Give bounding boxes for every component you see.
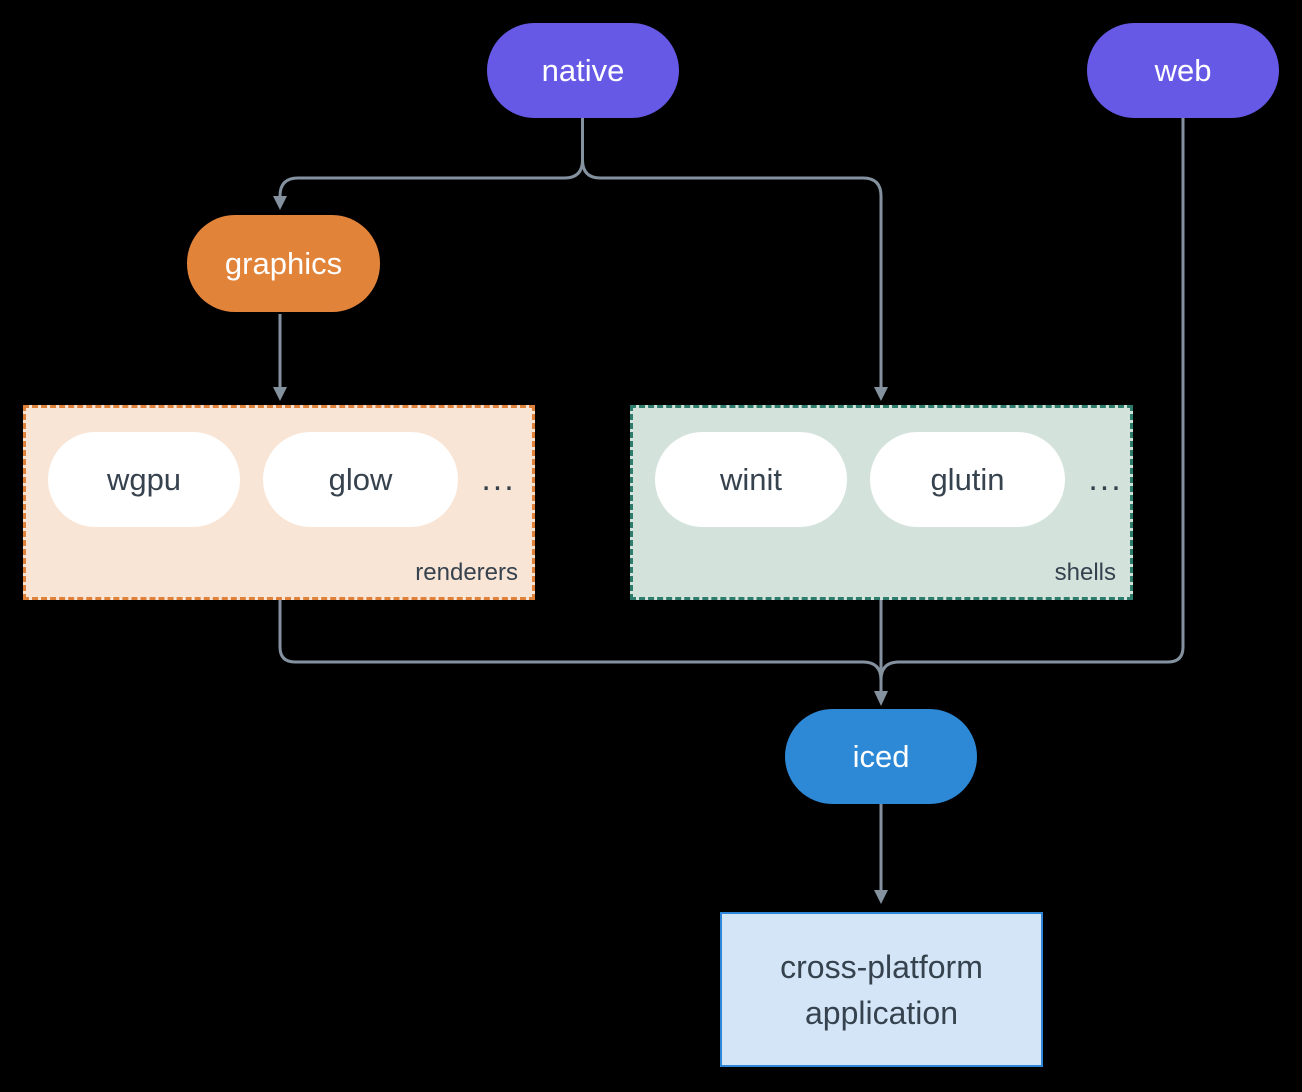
node-glow-label: glow bbox=[328, 461, 393, 497]
node-cross-platform-application: cross-platform application bbox=[720, 912, 1043, 1067]
node-winit: winit bbox=[655, 432, 847, 527]
node-web-label: web bbox=[1154, 52, 1212, 88]
node-iced-label: iced bbox=[852, 738, 910, 774]
group-shells: winit glutin ... shells bbox=[630, 405, 1133, 600]
arrow-down-icon bbox=[273, 387, 287, 401]
shells-group-label: shells bbox=[1054, 559, 1116, 586]
node-glow: glow bbox=[263, 432, 458, 527]
node-graphics-label: graphics bbox=[224, 245, 343, 281]
shells-ellipsis: ... bbox=[1088, 460, 1123, 498]
renderers-group-label: renderers bbox=[415, 559, 518, 586]
arrow-down-icon bbox=[273, 196, 287, 210]
arrow-down-icon bbox=[874, 691, 888, 706]
node-wgpu-label: wgpu bbox=[106, 461, 182, 497]
node-native: native bbox=[487, 23, 679, 118]
node-glutin-label: glutin bbox=[930, 461, 1005, 497]
edge-native-to-graphics bbox=[278, 118, 584, 197]
node-iced: iced bbox=[785, 709, 977, 804]
application-label: cross-platform application bbox=[780, 948, 983, 1031]
edge-web-to-iced bbox=[879, 118, 1185, 681]
node-web: web bbox=[1087, 23, 1279, 118]
edge-renderers-to-iced bbox=[278, 600, 883, 681]
node-glutin: glutin bbox=[870, 432, 1065, 527]
node-winit-label: winit bbox=[719, 461, 782, 497]
arrow-down-icon bbox=[874, 890, 888, 904]
node-graphics: graphics bbox=[187, 215, 380, 312]
edge-native-to-shells bbox=[581, 159, 883, 387]
arrow-down-icon bbox=[874, 387, 888, 401]
group-renderers: wgpu glow ... renderers bbox=[23, 405, 535, 600]
node-wgpu: wgpu bbox=[48, 432, 240, 527]
renderers-ellipsis: ... bbox=[481, 460, 516, 498]
node-native-label: native bbox=[541, 52, 625, 88]
